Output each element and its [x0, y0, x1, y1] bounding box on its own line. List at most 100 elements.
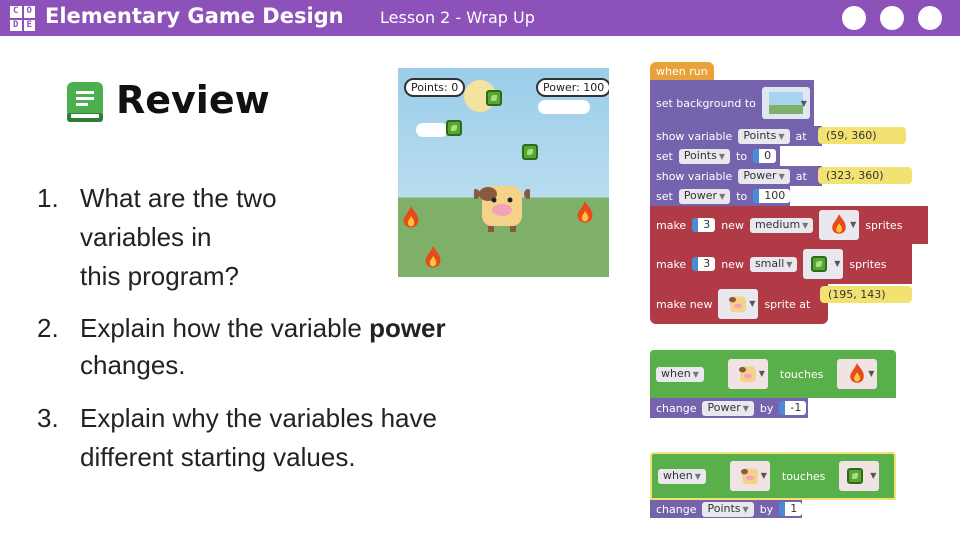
block-label: show variable: [656, 129, 733, 143]
chevron-down-icon: ▼: [786, 259, 793, 269]
cloud-icon: [416, 123, 448, 137]
set-points-block[interactable]: set Points▼ to 0: [650, 146, 780, 166]
sprite-dropdown[interactable]: ▼: [729, 461, 770, 491]
coordinate-field[interactable]: (195, 143): [820, 286, 912, 303]
variable-name: Power: [743, 168, 777, 182]
block-label: sprites: [849, 257, 887, 271]
change-points-block[interactable]: change Points▼ by 1: [650, 500, 803, 518]
leaf-sprite-icon: [486, 90, 502, 106]
show-variable-power-block[interactable]: show variable Power▼ at: [650, 166, 822, 186]
number-field[interactable]: 100: [753, 189, 791, 203]
sprite-dropdown[interactable]: ▼: [839, 461, 880, 491]
block-label: set: [656, 149, 673, 163]
coordinate-field[interactable]: (59, 360): [818, 127, 906, 144]
size-dropdown[interactable]: small▼: [749, 256, 798, 272]
chevron-down-icon: ▼: [742, 403, 749, 413]
make-leaf-sprites-block[interactable]: make 3 new small▼ ▼ sprites: [650, 244, 912, 284]
circle-icon: [842, 6, 866, 30]
chevron-down-icon: ▼: [802, 220, 809, 230]
block-label: make new: [656, 297, 713, 311]
leaf-sprite-icon: [446, 120, 462, 136]
variable-dropdown[interactable]: Power▼: [678, 188, 731, 204]
set-background-block[interactable]: set background to ▼: [650, 80, 814, 126]
variable-name: Power: [683, 188, 718, 202]
book-icon: [67, 82, 103, 122]
size-value: medium: [754, 217, 801, 231]
background-dropdown[interactable]: ▼: [761, 87, 810, 119]
chevron-down-icon: ▼: [778, 131, 785, 141]
when-touches-leaf-block[interactable]: when▼ ▼ touches ▼: [650, 452, 896, 500]
sprite-dropdown[interactable]: ▼: [803, 249, 844, 279]
make-new-sprite-block[interactable]: make new ▼ sprite at: [650, 284, 828, 324]
coordinate-field[interactable]: (323, 360): [818, 167, 912, 184]
number-field[interactable]: 3: [692, 257, 716, 271]
sprite-dropdown[interactable]: ▼: [718, 289, 759, 319]
size-dropdown[interactable]: medium▼: [749, 217, 814, 233]
variable-name: Power: [707, 400, 741, 414]
when-run-block[interactable]: when run: [650, 62, 714, 80]
block-label: sprites: [865, 218, 903, 232]
question-text-part: Explain how the variable: [80, 313, 370, 343]
leaf-sprite-icon: [522, 144, 538, 160]
show-variable-points-block[interactable]: show variable Points▼ at: [650, 126, 822, 146]
set-power-block[interactable]: set Power▼ to 100: [650, 186, 791, 206]
fire-sprite-icon: [577, 201, 593, 223]
number-field[interactable]: 3: [692, 218, 716, 232]
question-text: changes.: [80, 350, 186, 380]
chevron-down-icon: ▼: [778, 171, 785, 181]
block-label: set: [656, 189, 673, 203]
question-text: Explain how the variable power: [80, 310, 446, 347]
question-number: 2.: [37, 313, 59, 343]
number-field[interactable]: 1: [779, 502, 803, 516]
variable-name: Points: [683, 148, 717, 162]
when-touches-fire-block[interactable]: when▼ ▼ touches ▼: [650, 350, 896, 398]
question-text: variables in: [80, 222, 212, 252]
number-field[interactable]: 0: [753, 149, 777, 163]
question-2: 2. Explain how the variable power change…: [37, 310, 597, 388]
cow-sprite-icon: [729, 296, 747, 313]
block-label: make: [656, 257, 687, 271]
question-text: Explain why the variables have: [80, 403, 437, 433]
circle-icon: [918, 6, 942, 30]
sprite-dropdown[interactable]: ▼: [727, 359, 768, 389]
block-label: sprite at: [764, 297, 811, 311]
number-field[interactable]: -1: [779, 401, 807, 415]
cloud-icon: [538, 100, 590, 114]
variable-dropdown[interactable]: Points▼: [738, 128, 790, 144]
chevron-down-icon: ▼: [850, 220, 857, 229]
logo-letter: D: [10, 19, 22, 31]
fire-sprite-icon: [425, 246, 441, 268]
course-title: Elementary Game Design: [45, 4, 344, 28]
variable-dropdown[interactable]: Power▼: [738, 168, 790, 184]
chevron-down-icon: ▼: [834, 259, 841, 268]
cow-sprite-icon: [474, 186, 530, 232]
block-label: set background to: [656, 96, 756, 110]
variable-dropdown[interactable]: Power▼: [702, 400, 754, 416]
lesson-title: Lesson 2 - Wrap Up: [380, 8, 535, 27]
size-value: small: [754, 256, 785, 270]
points-display: Points: 0: [404, 78, 466, 97]
make-fire-sprites-block[interactable]: make 3 new medium▼ ▼ sprites: [650, 206, 928, 244]
sprite-dropdown[interactable]: ▼: [837, 359, 878, 389]
block-label: to: [736, 189, 748, 203]
variable-dropdown[interactable]: Points▼: [678, 148, 731, 164]
sprite-dropdown[interactable]: ▼: [819, 210, 860, 240]
background-thumbnail: [768, 92, 803, 114]
variable-name: Points: [743, 128, 777, 142]
event-dropdown[interactable]: when▼: [656, 366, 704, 382]
question-1: 1. What are the two variables in this pr…: [37, 180, 397, 295]
variable-dropdown[interactable]: Points▼: [702, 501, 754, 517]
review-title: Review: [116, 78, 270, 122]
block-label: change: [656, 502, 697, 516]
chevron-down-icon: ▼: [800, 99, 807, 108]
change-power-block[interactable]: change Power▼ by -1: [650, 398, 808, 418]
block-label: show variable: [656, 169, 733, 183]
leaf-sprite-icon: [811, 256, 828, 272]
logo-letter: O: [23, 6, 35, 18]
event-dropdown[interactable]: when▼: [658, 468, 706, 484]
chevron-down-icon: ▼: [870, 471, 877, 480]
question-number: 1.: [37, 183, 59, 213]
block-label: at: [795, 129, 807, 143]
question-3: 3. Explain why the variables have differ…: [37, 400, 597, 478]
cow-sprite-icon: [738, 366, 756, 383]
